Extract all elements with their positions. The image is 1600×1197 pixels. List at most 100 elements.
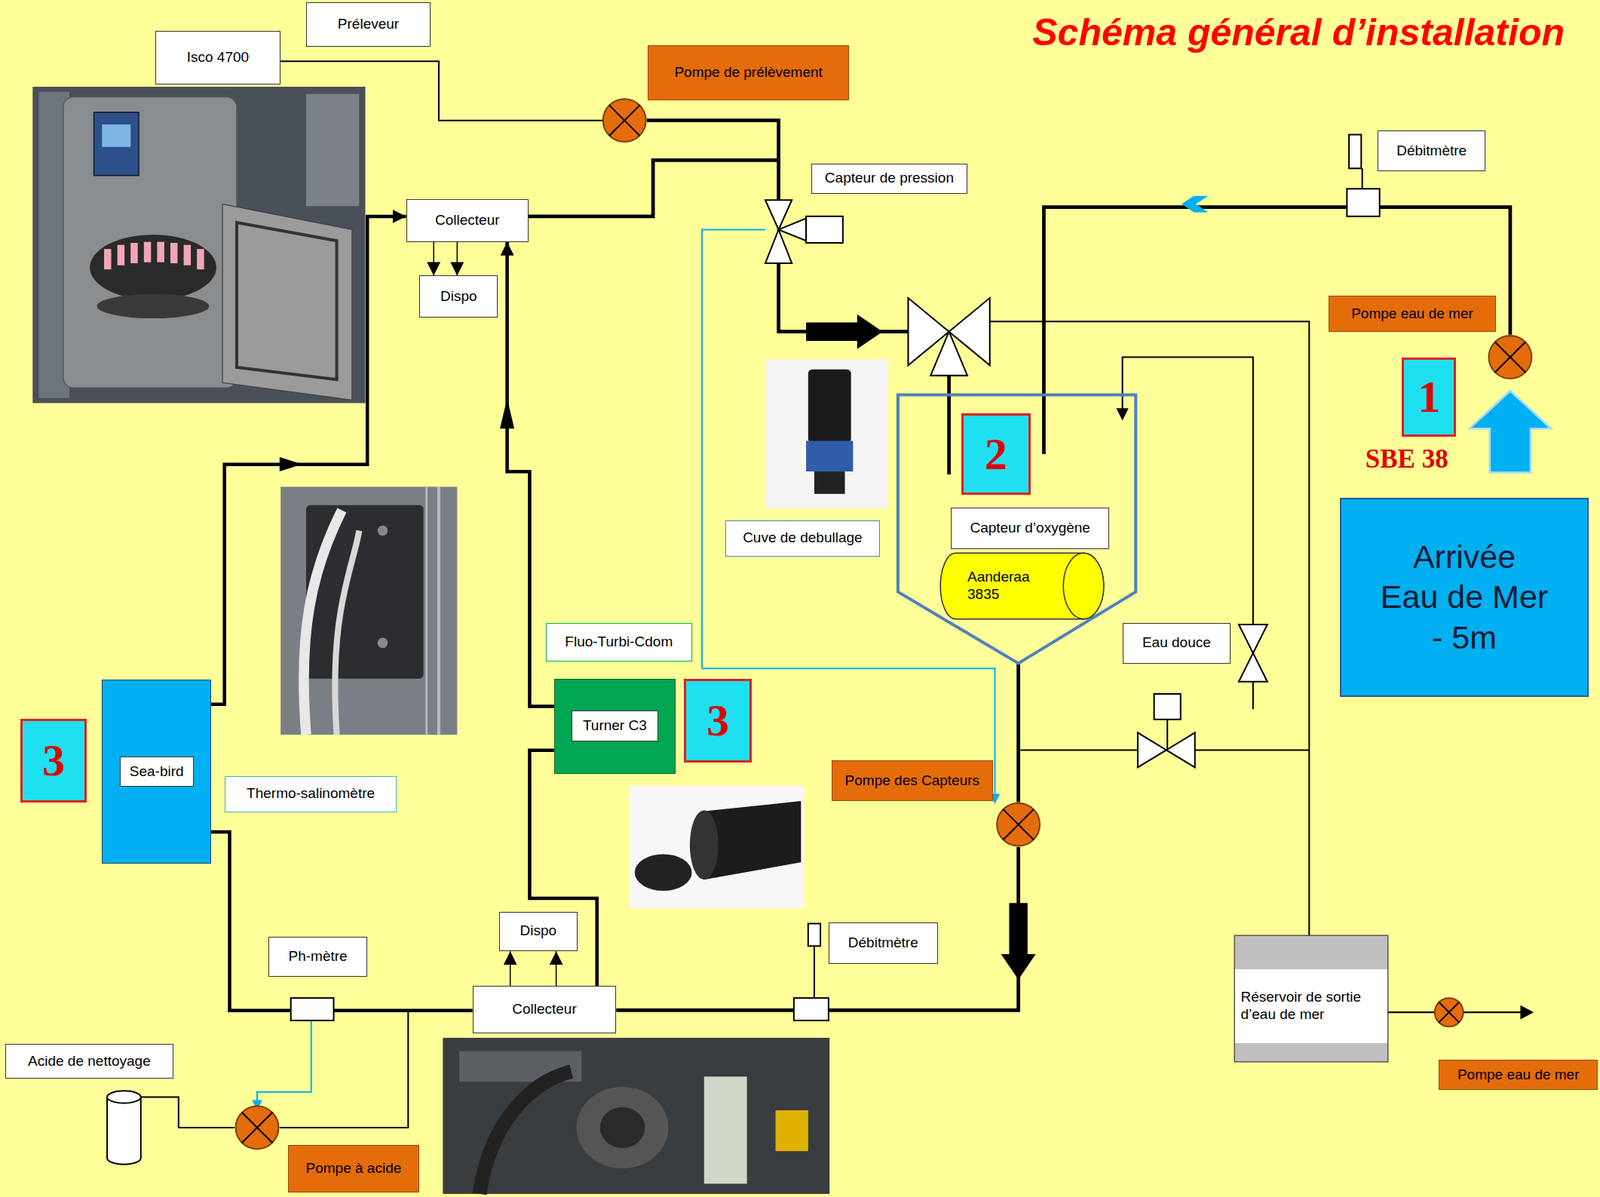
photo-bottom bbox=[479, 1071, 572, 1194]
label-box: Acide de nettoyage bbox=[5, 1043, 174, 1079]
arrowhead bbox=[806, 314, 883, 350]
pipe bbox=[528, 159, 779, 216]
diagram-title: Schéma général d’installation bbox=[1032, 10, 1565, 55]
photo-isco bbox=[104, 248, 111, 270]
pipe bbox=[778, 263, 909, 332]
thin-pipe bbox=[1166, 719, 1168, 751]
photo-optode bbox=[808, 369, 852, 443]
photo-isco bbox=[117, 245, 125, 266]
arrowhead bbox=[1001, 902, 1037, 979]
photo-seabird bbox=[280, 486, 457, 735]
pump-symbol bbox=[603, 98, 647, 142]
photo-isco bbox=[170, 242, 178, 264]
photo-seabird bbox=[377, 637, 389, 649]
node-text: Isco 4700 bbox=[186, 49, 249, 67]
node-text: Collecteur bbox=[511, 1000, 577, 1018]
label-box: Débitmètre bbox=[1377, 130, 1486, 172]
photo-seabird bbox=[306, 505, 424, 679]
photo-bottom bbox=[775, 1109, 809, 1151]
valve bbox=[778, 218, 807, 242]
photo-seabird bbox=[280, 486, 457, 735]
pump-label: Pompe eau de mer bbox=[1328, 295, 1496, 332]
photo-seabird bbox=[425, 486, 428, 735]
thin-pipe bbox=[140, 1096, 236, 1128]
sensor-symbol bbox=[1348, 134, 1361, 169]
label-box: Eau douce bbox=[1122, 622, 1231, 664]
valve bbox=[930, 331, 968, 376]
node-text: Débitmètre bbox=[848, 934, 919, 952]
photo-isco bbox=[144, 242, 151, 263]
node-text: Cuve de debullage bbox=[742, 529, 862, 547]
label-box: Capteur d’oxygène bbox=[950, 507, 1110, 549]
label-box: Dispo bbox=[499, 911, 578, 952]
node-text: Turner C3 bbox=[571, 710, 659, 742]
photo-isco bbox=[183, 245, 191, 266]
photo-isco bbox=[97, 294, 210, 319]
label-box: Préleveur bbox=[306, 2, 431, 48]
pump-symbol bbox=[1488, 335, 1532, 379]
node-text: Arrivée Eau de Mer - 5m bbox=[1379, 536, 1549, 659]
valve bbox=[1154, 693, 1181, 720]
acid-bottle bbox=[107, 1090, 141, 1103]
pipe-connector bbox=[509, 950, 512, 986]
signal-line bbox=[257, 229, 995, 1102]
arrowhead bbox=[499, 398, 515, 430]
thin-pipe bbox=[279, 1009, 409, 1128]
pump-symbol bbox=[1002, 809, 1034, 840]
callout-number: 2 bbox=[961, 413, 1031, 495]
seawater-inlet-arrow bbox=[1469, 390, 1551, 473]
photo-isco bbox=[32, 86, 365, 403]
node-text: 2 bbox=[984, 428, 1008, 481]
arrowhead bbox=[1116, 407, 1129, 420]
photo-optode bbox=[765, 358, 888, 509]
node-text: Dispo bbox=[520, 922, 558, 940]
sensor-symbol bbox=[291, 134, 1380, 1021]
label-box: Dispo bbox=[419, 275, 498, 317]
pump-symbol bbox=[609, 104, 641, 136]
node-text: Fluo-Turbi-Cdom bbox=[564, 633, 673, 651]
valve bbox=[765, 199, 1268, 767]
photo-c3 bbox=[689, 809, 719, 880]
pump-symbol bbox=[1438, 1002, 1460, 1023]
photo-isco bbox=[130, 242, 138, 264]
photo-isco bbox=[101, 124, 131, 148]
sensor-symbol bbox=[1346, 188, 1380, 217]
photo-isco bbox=[306, 93, 359, 206]
thin-pipe bbox=[1122, 357, 1254, 710]
node-text: Capteur de pression bbox=[824, 169, 954, 187]
thin-pipe bbox=[1361, 168, 1364, 189]
photo-seabird bbox=[437, 486, 441, 735]
photo-isco bbox=[222, 204, 353, 401]
label-box: Collecteur bbox=[472, 985, 617, 1033]
node-text: Débitmètre bbox=[1396, 142, 1467, 160]
callout-label: SBE 38 bbox=[1365, 444, 1449, 475]
callout-number: 3 bbox=[683, 678, 753, 763]
label-box: Fluo-Turbi-Cdom bbox=[545, 622, 693, 662]
node-text: Préleveur bbox=[337, 15, 399, 34]
photo-c3 bbox=[634, 853, 693, 891]
pipe bbox=[1016, 662, 1021, 802]
oxygen-sensor-cylinder: Aanderaa 3835 bbox=[938, 551, 1107, 621]
thin-pipe bbox=[280, 61, 604, 120]
node-text: Réservoir de sortie d’eau de mer bbox=[1241, 988, 1371, 1024]
label-box: Thermo-salinomètre bbox=[224, 775, 398, 813]
pump-symbol bbox=[236, 98, 1533, 1149]
photo-optode bbox=[814, 471, 846, 494]
signal-arrowhead bbox=[1181, 196, 1208, 213]
node-text: Aanderaa 3835 bbox=[967, 568, 1043, 604]
acid-bottle bbox=[107, 1096, 141, 1164]
signal-arrowhead bbox=[251, 196, 1208, 1110]
sensor-symbol bbox=[808, 922, 821, 946]
callout-number: 3 bbox=[20, 718, 87, 803]
photo-isco bbox=[89, 234, 217, 301]
thin-pipe bbox=[140, 61, 1523, 1128]
pump-symbol bbox=[242, 1112, 273, 1144]
valve bbox=[1238, 652, 1268, 682]
pump-symbol bbox=[236, 1106, 279, 1150]
node-text: Collecteur bbox=[435, 211, 500, 230]
node-text: Pompe de prélèvement bbox=[674, 64, 822, 82]
valve bbox=[1238, 624, 1268, 653]
node-text: Sea-bird bbox=[119, 756, 194, 788]
valve bbox=[1166, 732, 1196, 767]
cylinder-outline bbox=[938, 551, 1107, 621]
